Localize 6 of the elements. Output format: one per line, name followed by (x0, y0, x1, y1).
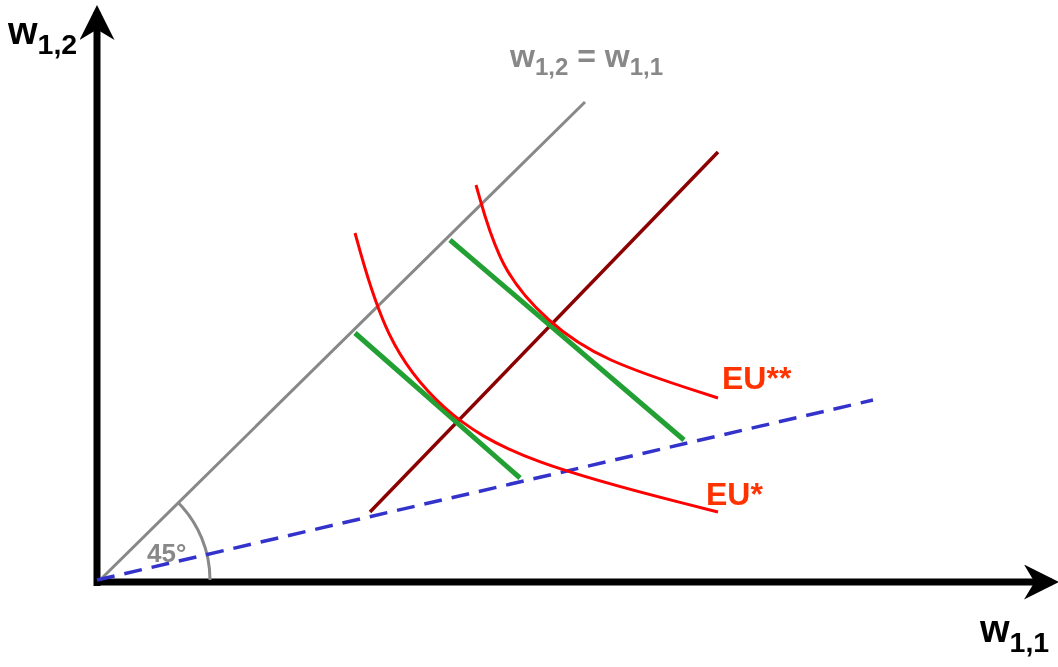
line-label: w$_{1,2}$ = w$_{1,1}$ (510, 40, 663, 80)
axis-label: w$_{1,1}$ (980, 610, 1050, 657)
axis-label: w$_{1,2}$ (8, 12, 78, 59)
curve-label: EU** (722, 362, 792, 394)
curve-label: EU* (706, 478, 763, 510)
angle-label: 45° (147, 540, 187, 566)
